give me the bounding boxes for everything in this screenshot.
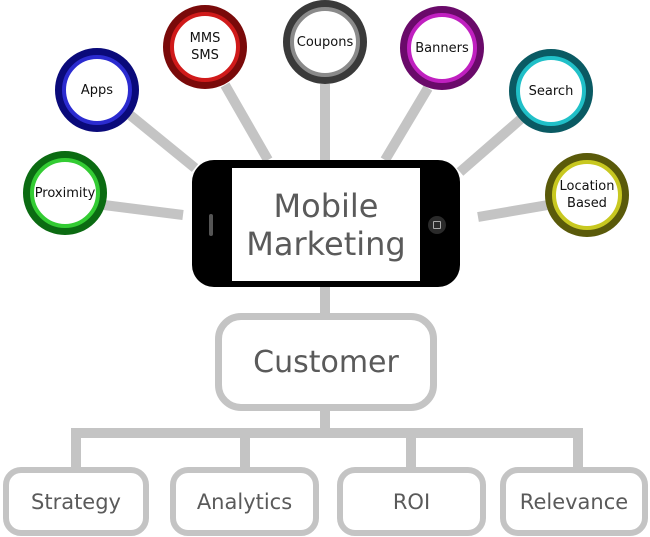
channel-location-based: Location Based xyxy=(545,153,629,237)
channel-banners: Banners xyxy=(400,6,484,90)
ring-outer xyxy=(23,151,107,235)
channel-label: Location Based xyxy=(559,179,615,211)
channel-proximity: Proximity xyxy=(23,151,107,235)
ring-inner xyxy=(30,158,100,228)
speaker-icon xyxy=(209,214,213,236)
ring-inner xyxy=(552,160,622,230)
connector-apps xyxy=(126,111,199,172)
channel-search: Search xyxy=(509,49,593,133)
channel-label: MMS SMS xyxy=(189,31,221,63)
ring-outer xyxy=(163,5,247,89)
ring-inner xyxy=(407,13,477,83)
customer-node: Customer xyxy=(215,313,437,411)
connector-mms-sms xyxy=(220,82,273,163)
ring-inner xyxy=(516,56,586,126)
channel-label: Search xyxy=(528,83,574,99)
ring-outer xyxy=(283,0,367,84)
channel-mms-sms: MMS SMS xyxy=(163,5,247,89)
center-node-mobile-marketing: Mobile Marketing xyxy=(232,168,420,281)
connector-banners xyxy=(380,85,433,163)
connector-location-based xyxy=(477,200,549,222)
connector-proximity xyxy=(103,200,184,220)
home-button-icon xyxy=(428,216,446,234)
ring-outer xyxy=(545,153,629,237)
ring-inner xyxy=(290,7,360,77)
outcome-strategy: Strategy xyxy=(3,467,149,536)
outcome-roi: ROI xyxy=(337,467,486,536)
channel-label: Coupons xyxy=(296,34,354,50)
channel-label: Banners xyxy=(415,40,469,56)
channel-apps: Apps xyxy=(55,48,139,132)
phone-device: Mobile Marketing xyxy=(192,160,460,287)
ring-outer xyxy=(55,48,139,132)
ring-outer xyxy=(400,6,484,90)
ring-inner xyxy=(170,12,240,82)
ring-inner xyxy=(62,55,132,125)
outcome-relevance: Relevance xyxy=(500,467,648,536)
connector-search xyxy=(456,114,526,176)
channel-label: Apps xyxy=(80,82,114,98)
ring-outer xyxy=(509,49,593,133)
outcome-analytics: Analytics xyxy=(170,467,319,536)
channel-label: Proximity xyxy=(34,185,96,201)
channel-coupons: Coupons xyxy=(283,0,367,84)
